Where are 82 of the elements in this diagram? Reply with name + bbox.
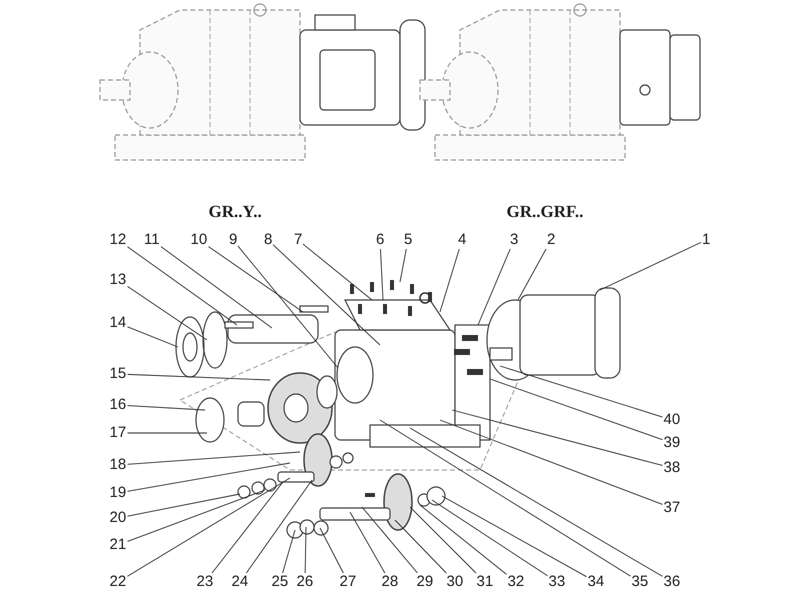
callout-number: 25: [272, 574, 288, 590]
leader-line: [410, 506, 476, 574]
callout-number: 28: [382, 574, 398, 590]
leader-line: [127, 374, 270, 380]
leader-line: [127, 405, 206, 410]
leader-line: [380, 420, 631, 577]
leader-line: [600, 242, 702, 290]
callout-number: 38: [664, 460, 680, 476]
leader-line: [410, 428, 663, 577]
callout-number: 17: [110, 425, 126, 441]
callout-number: 5: [404, 232, 412, 248]
leader-line: [440, 248, 460, 312]
callout-number: 15: [110, 366, 126, 382]
callout-number: 19: [110, 485, 126, 501]
leader-line: [127, 286, 208, 340]
callout-number: 16: [110, 397, 126, 413]
leader-line: [212, 482, 284, 574]
callout-number: 36: [664, 574, 680, 590]
callout-number: 14: [110, 315, 126, 331]
callout-number: 7: [294, 232, 302, 248]
leader-line: [478, 248, 511, 326]
callout-number: 4: [458, 232, 466, 248]
callout-number: 23: [196, 574, 214, 590]
model-label: GR..Y..: [208, 202, 262, 222]
leader-line: [420, 504, 507, 575]
leader-line: [272, 244, 380, 346]
leader-line: [400, 248, 407, 282]
callout-number: 33: [548, 574, 566, 590]
leader-line: [127, 490, 266, 542]
leader-line: [246, 480, 312, 574]
leader-line: [127, 326, 178, 348]
callout-number: 18: [110, 457, 126, 473]
leader-line: [127, 462, 290, 492]
leader-line: [320, 528, 344, 574]
callout-number: 32: [508, 574, 524, 590]
callout-number: 1: [702, 232, 710, 248]
callout-number: 11: [144, 232, 160, 248]
callout-number: 9: [229, 232, 238, 248]
leader-line: [380, 248, 384, 300]
leader-line: [518, 248, 546, 300]
leader-line: [282, 530, 296, 574]
leader-line: [440, 420, 663, 505]
callout-number: 6: [376, 232, 384, 248]
callout-number: 31: [476, 574, 494, 590]
model-label: GR..GRF..: [506, 202, 584, 222]
leader-line: [127, 432, 208, 434]
callout-number: 20: [110, 510, 126, 526]
leader-line: [490, 378, 663, 440]
callout-number: 40: [664, 412, 680, 428]
leader-line: [452, 410, 663, 466]
leader-line: [362, 506, 418, 574]
leader-line: [127, 494, 240, 517]
leader-line: [208, 246, 304, 312]
leader-line: [127, 246, 238, 326]
callout-number: 39: [664, 435, 680, 451]
leader-line: [127, 478, 290, 577]
leader-line: [394, 520, 447, 574]
callout-number: 29: [416, 574, 434, 590]
callout-number: 34: [588, 574, 604, 590]
callout-number: 37: [664, 500, 680, 516]
leader-line: [350, 512, 386, 574]
callout-number: 8: [264, 232, 272, 248]
callout-number: 30: [446, 574, 464, 590]
leader-line: [302, 244, 372, 300]
leader-line: [160, 246, 272, 328]
leader-line: [238, 246, 338, 368]
leader-line: [304, 526, 306, 574]
leader-line: [442, 496, 587, 578]
callout-number: 26: [296, 574, 314, 590]
callout-number: 22: [110, 574, 126, 590]
callout-number: 2: [547, 232, 556, 248]
callout-number: 35: [632, 574, 648, 590]
callout-number: 13: [110, 272, 126, 288]
callout-number: 24: [232, 574, 248, 590]
leader-line: [127, 452, 300, 465]
callout-number: 10: [190, 232, 208, 248]
leader-line: [500, 366, 663, 418]
callout-number: 3: [510, 232, 518, 248]
callout-number: 27: [340, 574, 356, 590]
leader-line: [432, 500, 548, 576]
callout-number: 12: [110, 232, 126, 248]
callout-number: 21: [110, 537, 126, 553]
